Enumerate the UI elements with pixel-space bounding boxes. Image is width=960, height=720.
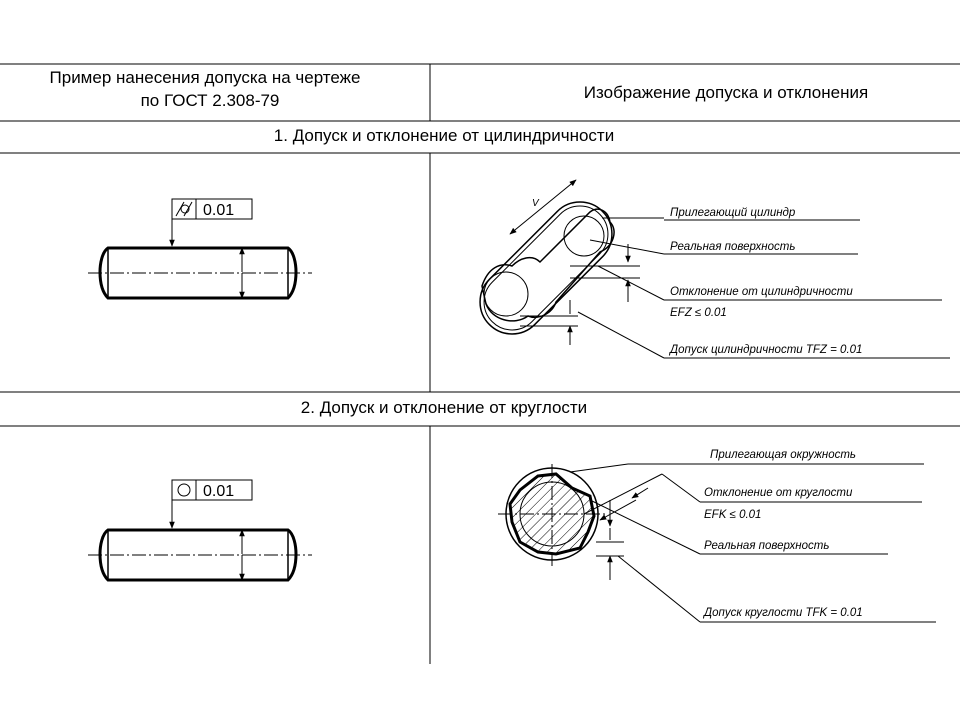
header-right: Изображение допуска и отклонения <box>584 83 868 102</box>
tolerance-frame-2 <box>171 479 253 501</box>
cylindricity-icon <box>175 201 193 217</box>
round-real-surface-label: Реальная поверхность <box>704 540 829 552</box>
section2-shaft-drawing <box>88 479 312 582</box>
section1-shaft-drawing <box>88 198 312 300</box>
header-left-line2: по ГОСТ 2.308-79 <box>141 91 280 110</box>
tolerance-frame <box>171 198 253 220</box>
round-tolerance-label: Допуск круглости TFK = 0.01 <box>702 607 863 619</box>
cyl-tolerance-label: Допуск цилиндричности TFZ = 0.01 <box>668 344 862 356</box>
round-deviation-label: Отклонение от круглости <box>704 487 853 499</box>
section2-title: 2. Допуск и отклонение от круглости <box>301 398 587 417</box>
roundness-icon <box>177 483 191 497</box>
section2-tolerance-value: 0.01 <box>203 483 234 500</box>
table-grid <box>0 63 960 664</box>
section1-title: 1. Допуск и отклонение от цилиндричности <box>274 126 614 145</box>
header-left-line1: Пример нанесения допуска на чертеже <box>50 68 361 87</box>
cyl-deviation-label: Отклонение от цилиндричности <box>670 286 853 298</box>
cyl-deviation-value: EFZ ≤ 0.01 <box>670 307 727 319</box>
cyl-adjacent-label: Прилегающий цилиндр <box>670 207 796 219</box>
svg-text:V: V <box>532 198 540 209</box>
section1-tolerance-value: 0.01 <box>203 202 234 219</box>
cylindricity-illustration: V <box>479 179 950 359</box>
round-deviation-value: EFK ≤ 0.01 <box>704 509 761 521</box>
cyl-real-surface-label: Реальная поверхность <box>670 241 795 253</box>
round-adjacent-label: Прилегающая окружность <box>710 449 856 461</box>
